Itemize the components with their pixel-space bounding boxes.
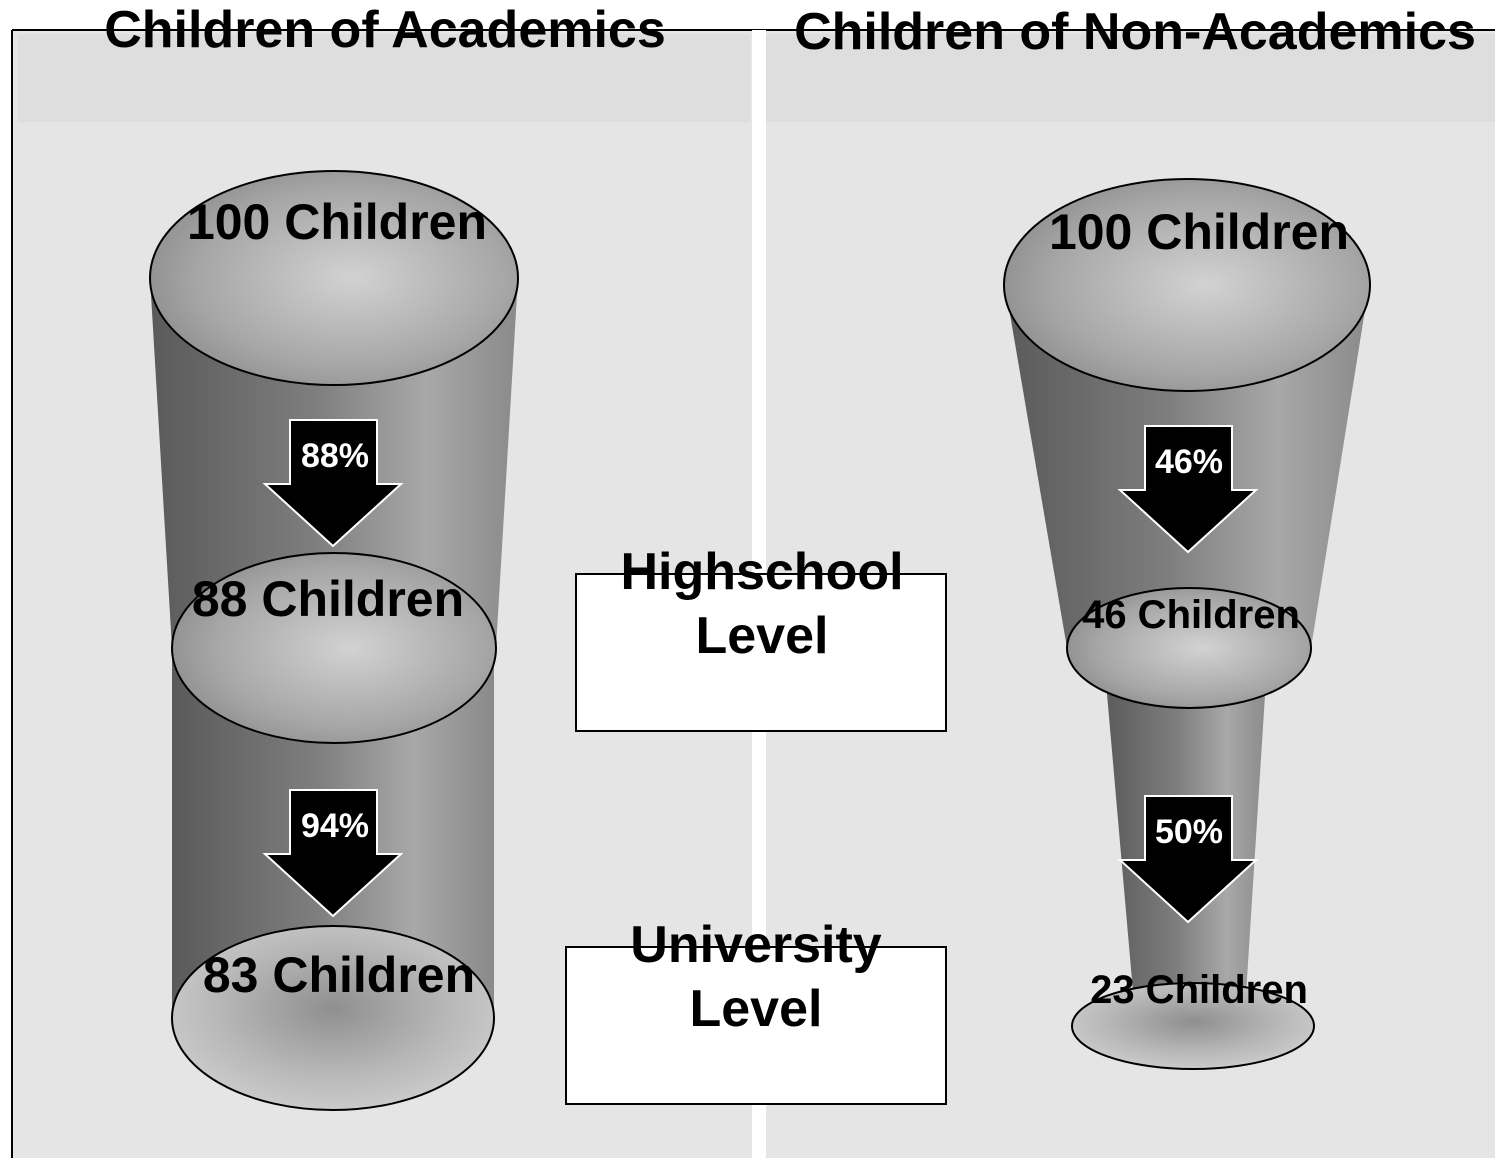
left-panel-header: [18, 34, 750, 122]
academics-university-rate: 94%: [301, 807, 369, 845]
academics-university-count: 83 Children: [203, 947, 475, 1003]
non-academics-start-count: 100 Children: [1049, 204, 1349, 260]
academics-middle-ellipse: [171, 552, 497, 744]
non-academics-university-rate: 50%: [1155, 813, 1223, 851]
highschool-level-line2: Level: [696, 607, 829, 665]
university-level-line1: University: [630, 916, 882, 974]
academics-top-ellipse: [149, 170, 519, 386]
non-academics-highschool-count: 46 Children: [1082, 593, 1300, 637]
academics-title: Children of Academics: [104, 1, 666, 59]
right-panel-header: [766, 34, 1495, 122]
academics-highschool-rate: 88%: [301, 437, 369, 475]
highschool-level-box: [575, 573, 947, 732]
non-academics-middle-ellipse: [1066, 587, 1312, 709]
academics-start-count: 100 Children: [187, 194, 487, 250]
university-level-line2: Level: [690, 980, 823, 1038]
university-level-box: [565, 946, 947, 1105]
academics-university-arrow: [262, 789, 404, 918]
academics-highschool-count: 88 Children: [192, 571, 464, 627]
academics-highschool-arrow: [262, 419, 404, 548]
non-academics-top-ellipse: [1003, 178, 1371, 392]
non-academics-highschool-rate: 46%: [1155, 443, 1223, 481]
academics-bottom-ellipse: [171, 925, 495, 1111]
non-academics-highschool-arrow: [1117, 425, 1259, 554]
non-academics-bottom-ellipse: [1071, 982, 1315, 1070]
non-academics-university-arrow: [1117, 795, 1259, 924]
non-academics-university-count: 23 Children: [1090, 968, 1308, 1012]
highschool-level-line1: Highschool: [620, 543, 903, 601]
non-academics-title: Children of Non-Academics: [794, 3, 1476, 61]
